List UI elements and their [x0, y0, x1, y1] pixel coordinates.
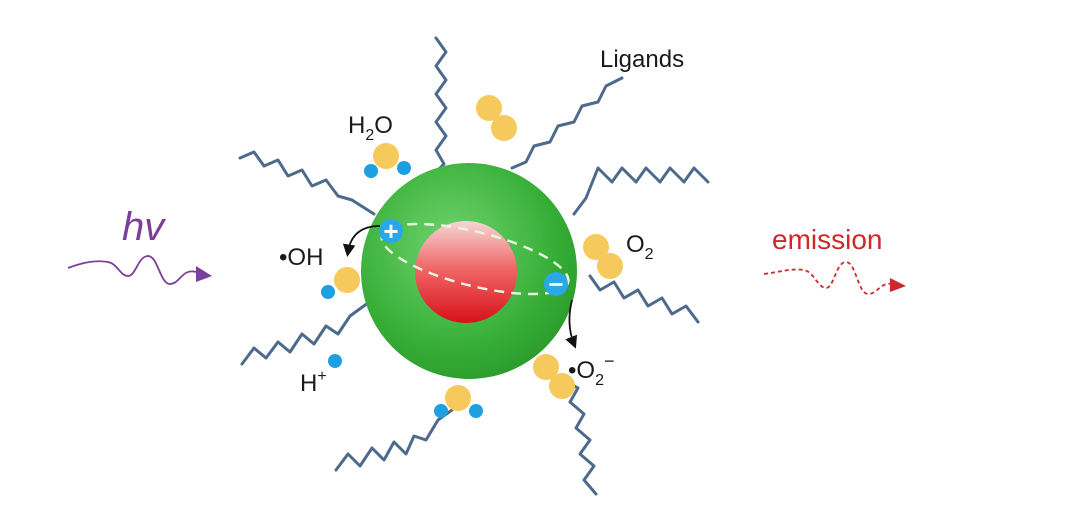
ligand-chain	[334, 408, 454, 472]
water-label: H2O	[348, 112, 393, 144]
ligand-chain	[572, 166, 710, 216]
ligand-chains	[238, 36, 710, 496]
emission-arrowhead	[890, 278, 906, 292]
emission-label: emission	[772, 224, 882, 255]
ligand-chain	[240, 298, 374, 366]
electron-sign: −	[548, 269, 563, 299]
photon-wave	[67, 255, 197, 285]
hydroxyl-molecule	[321, 267, 360, 299]
hole-carrier: +	[379, 216, 403, 246]
superoxide-molecule	[533, 354, 575, 399]
electron-carrier: −	[544, 269, 568, 299]
proton-label: H+	[300, 368, 327, 397]
water-molecule-top	[364, 143, 411, 178]
ligand-chain	[510, 76, 624, 170]
o2-molecule-right	[583, 234, 623, 279]
hole-sign: +	[383, 216, 398, 246]
superoxide-label: •O2−	[568, 351, 615, 389]
ligand-chain	[430, 36, 448, 178]
ligand-chain	[588, 274, 700, 324]
inner-core	[415, 221, 517, 323]
photon-arrowhead	[196, 266, 212, 282]
ligands-label: Ligands	[600, 46, 684, 73]
o2-molecule-top	[476, 95, 517, 141]
ligand-chain	[238, 150, 376, 216]
water-molecule-bottom	[434, 385, 483, 418]
hole-to-hydroxyl-arrow	[342, 225, 381, 257]
photon-label: hv	[122, 205, 166, 249]
electron-to-superoxide-arrow	[565, 299, 578, 349]
proton-dot	[328, 354, 342, 368]
oxygen-label: O2	[626, 231, 654, 263]
ligand-chain	[560, 378, 598, 496]
hydroxyl-label: •OH	[279, 244, 323, 271]
emission-wave	[763, 261, 893, 295]
